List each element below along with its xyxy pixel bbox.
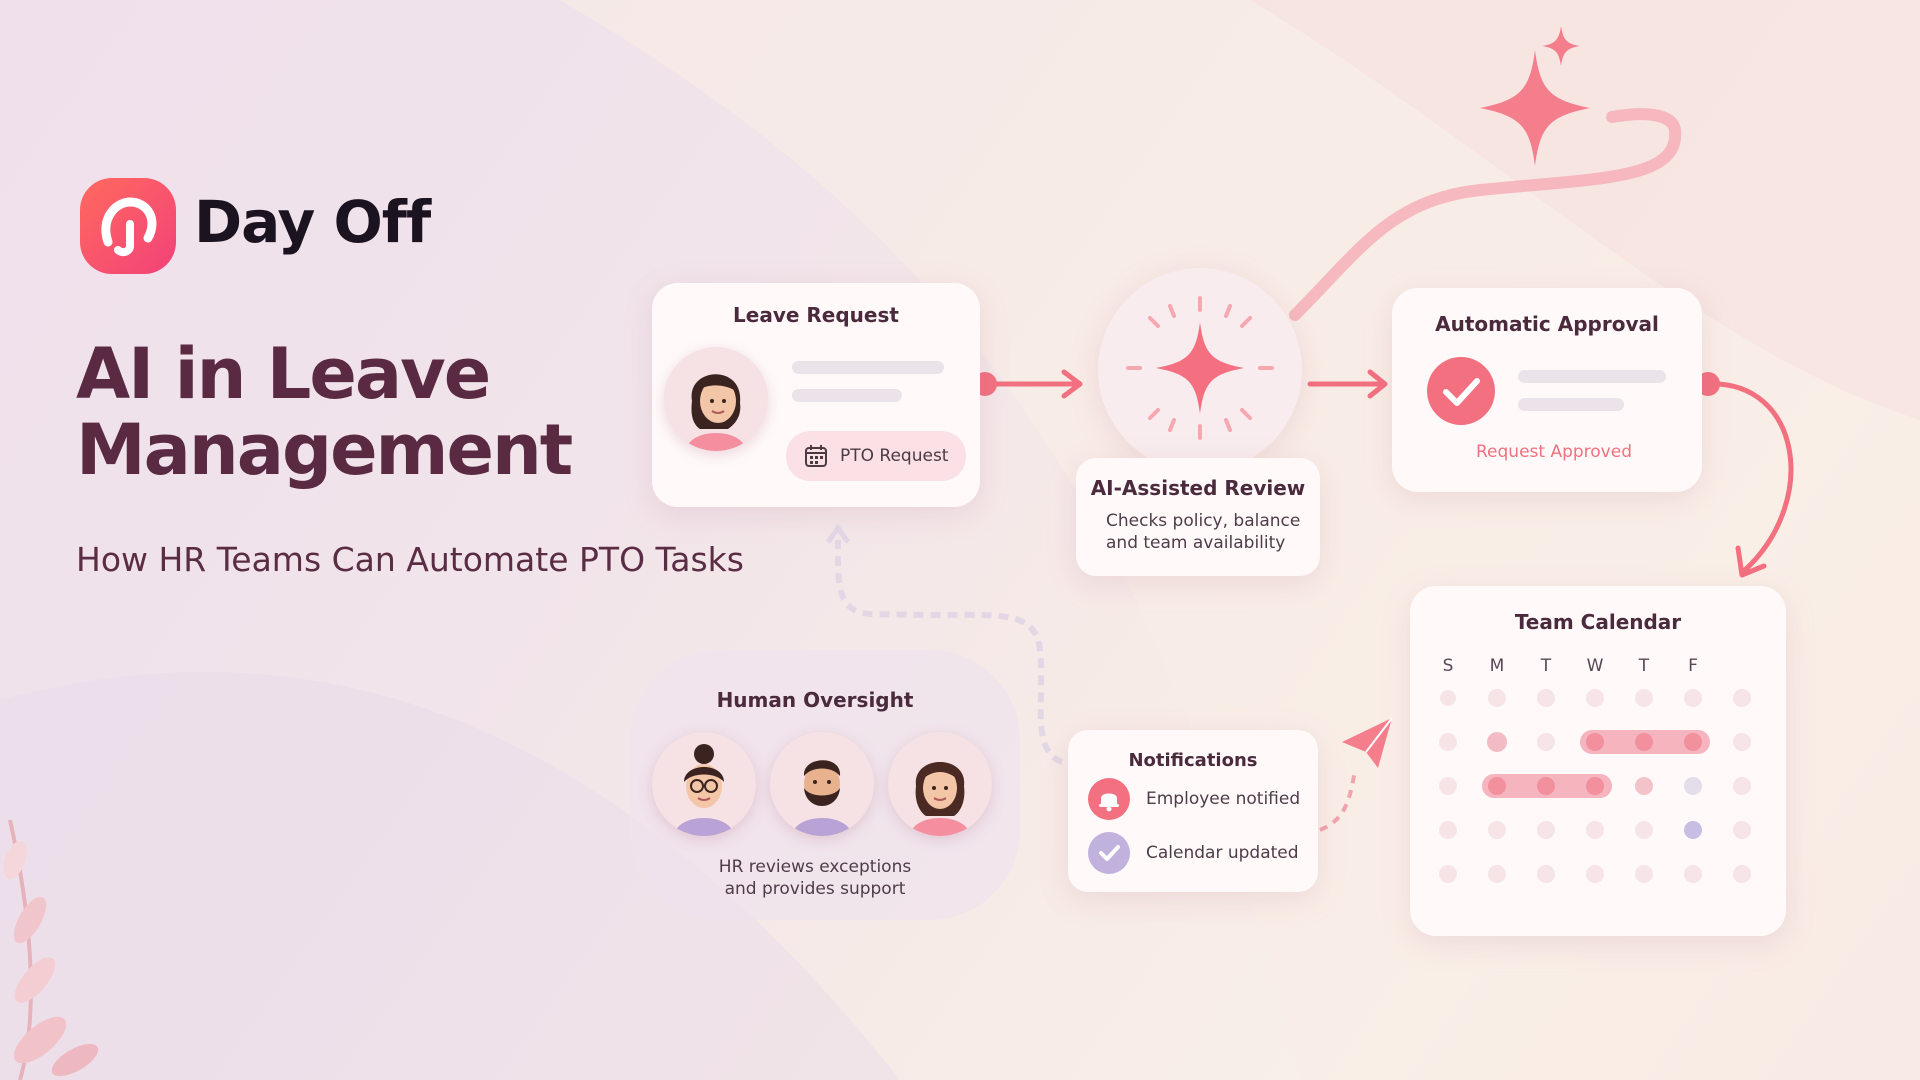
placeholder-line xyxy=(1518,370,1666,383)
weekday-label: F xyxy=(1688,656,1698,676)
oversight-description: HR reviews exceptions and provides suppo… xyxy=(718,857,912,899)
calendar-weekdays: S M T W T F xyxy=(1428,656,1713,676)
calendar-title: Team Calendar xyxy=(1514,610,1682,634)
placeholder-line xyxy=(792,361,944,374)
ai-review-title: AI-Assisted Review xyxy=(1090,476,1306,500)
calendar-grid xyxy=(1439,689,1751,883)
pto-request-pill[interactable]: PTO Request xyxy=(786,431,967,481)
hr-avatar-woman xyxy=(888,732,992,836)
weekday-label: M xyxy=(1489,656,1505,676)
weekday-label: T xyxy=(1540,656,1552,676)
notification-item: Calendar updated xyxy=(1088,832,1299,874)
notifications-card: Notifications Employee notified Calendar… xyxy=(1068,730,1318,892)
ai-sparkle-circle xyxy=(1098,268,1302,472)
notification-label: Employee notified xyxy=(1146,789,1301,809)
pto-request-label: PTO Request xyxy=(840,446,949,466)
approval-card: Automatic Approval Request Approved xyxy=(1392,288,1702,492)
weekday-label: T xyxy=(1638,656,1650,676)
approval-status: Request Approved xyxy=(1476,442,1632,462)
notification-label: Calendar updated xyxy=(1146,843,1299,863)
human-oversight-group: Human Oversight HR xyxy=(630,650,1020,920)
page-subtitle: How HR Teams Can Automate PTO Tasks xyxy=(76,540,744,579)
hr-avatar-beard xyxy=(770,732,874,836)
sparkle-icon xyxy=(1126,296,1274,440)
notifications-title: Notifications xyxy=(1128,750,1258,771)
check-icon xyxy=(1427,357,1495,425)
ai-review-card: AI-Assisted Review Checks policy, balanc… xyxy=(1076,458,1320,576)
page-title: AI in Leave Management xyxy=(76,333,573,491)
day-off-logo-icon xyxy=(80,178,176,274)
weekday-label: W xyxy=(1586,656,1604,676)
notification-item: Employee notified xyxy=(1088,778,1300,820)
approval-title: Automatic Approval xyxy=(1435,312,1659,336)
bell-icon xyxy=(1088,778,1130,820)
employee-avatar xyxy=(664,347,768,451)
hr-avatar-glasses xyxy=(652,732,756,836)
placeholder-line xyxy=(792,389,902,402)
weekday-label: S xyxy=(1442,656,1454,676)
brand-name: Day Off xyxy=(194,188,431,256)
team-calendar-card: Team Calendar S M T W T F xyxy=(1410,586,1786,936)
oversight-title: Human Oversight xyxy=(716,688,914,712)
leaf-decoration xyxy=(3,819,99,1080)
ai-review-description: Checks policy, balance and team availabi… xyxy=(1106,511,1301,553)
leave-request-card: Leave Request PTO Request xyxy=(652,283,980,507)
leave-request-title: Leave Request xyxy=(733,303,899,327)
check-icon xyxy=(1088,832,1130,874)
calendar-icon xyxy=(805,445,827,467)
placeholder-line xyxy=(1518,398,1624,411)
